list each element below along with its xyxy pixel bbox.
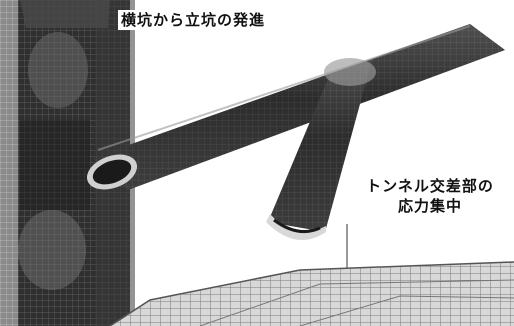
label-intersection-stress: トンネル交差部の 応力集中 [350,176,510,216]
ground-mesh [109,261,514,326]
label-intersection-line2: 応力集中 [397,197,462,215]
intersection-stress-zone [324,58,376,86]
label-intersection-line1: トンネル交差部の [366,177,494,195]
label-shaft-launch: 横坑から立坑の発進 [118,10,269,30]
branch-tunnel [266,58,376,240]
horizontal-adit [86,24,505,190]
